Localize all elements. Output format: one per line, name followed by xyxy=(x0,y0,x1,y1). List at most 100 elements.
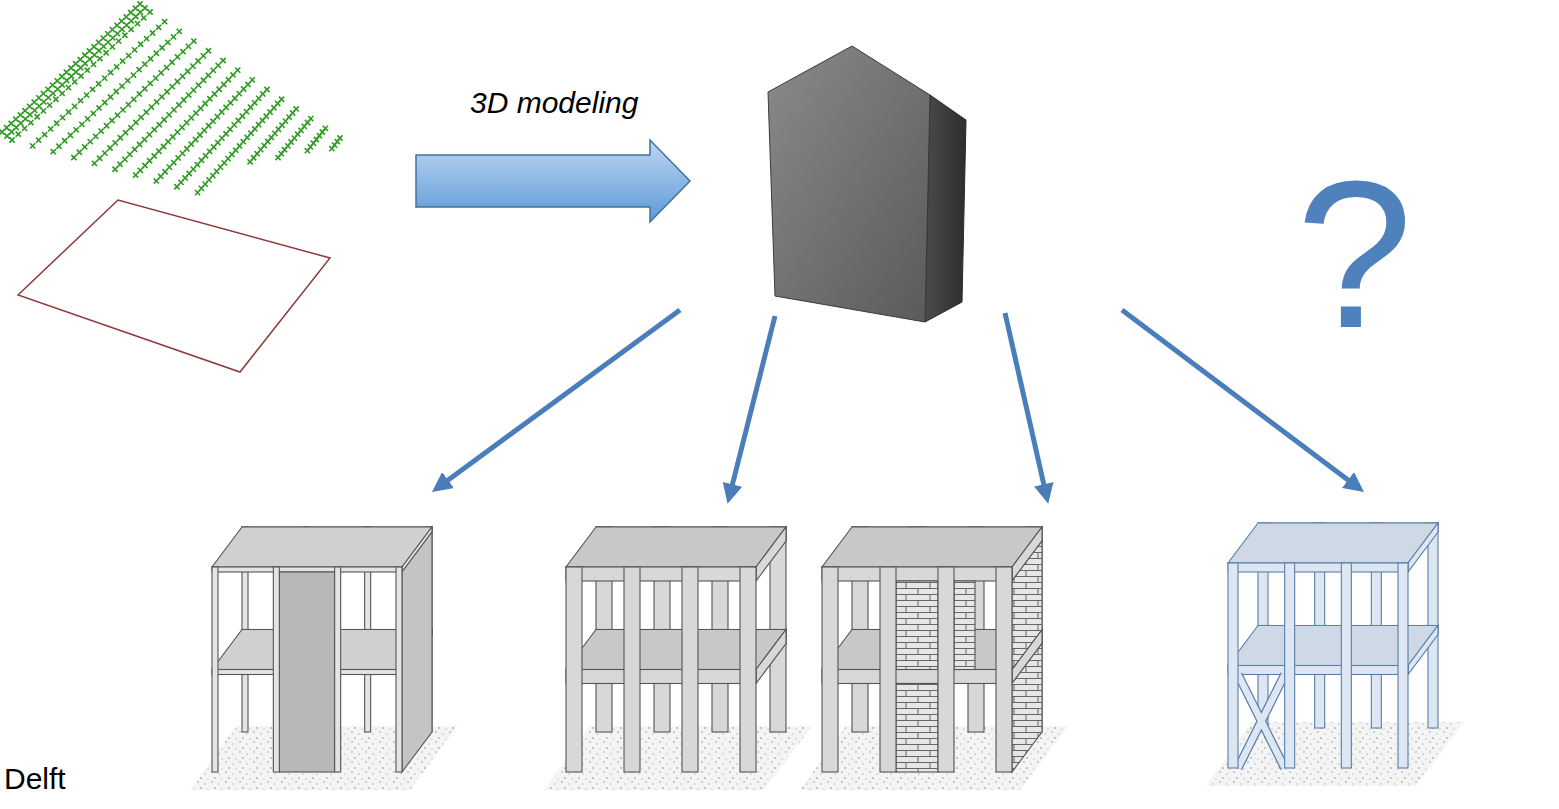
point-mark xyxy=(180,49,185,54)
point-mark xyxy=(36,95,41,100)
point-mark xyxy=(68,133,73,138)
point-mark xyxy=(50,91,55,96)
point-mark xyxy=(308,116,313,121)
brick-infill xyxy=(954,581,975,670)
point-mark xyxy=(186,44,191,49)
point-mark xyxy=(113,140,118,145)
point-mark xyxy=(221,82,226,87)
point-mark xyxy=(96,48,101,53)
point-mark xyxy=(142,86,147,91)
point-mark xyxy=(104,123,109,128)
point-mark xyxy=(147,132,152,137)
point-mark xyxy=(264,87,269,92)
point-mark xyxy=(141,15,146,20)
point-mark xyxy=(50,82,55,87)
point-mark xyxy=(171,34,176,39)
point-mark xyxy=(138,168,143,173)
brick-infill xyxy=(896,581,938,670)
point-mark xyxy=(60,91,65,96)
brick-infill xyxy=(1012,541,1042,670)
footprint-outline xyxy=(18,200,330,372)
point-mark xyxy=(51,149,56,154)
point-mark xyxy=(4,125,9,130)
point-mark xyxy=(133,172,138,177)
point-mark xyxy=(197,132,202,137)
point-mark xyxy=(93,134,98,139)
point-mark xyxy=(135,21,140,26)
point-mark xyxy=(144,110,149,115)
shear-wall xyxy=(279,572,334,772)
point-mark xyxy=(149,104,154,109)
point-mark xyxy=(193,110,198,115)
front-column xyxy=(1228,563,1238,768)
house-front xyxy=(768,46,930,322)
point-mark xyxy=(97,56,102,61)
point-mark xyxy=(118,135,123,140)
point-mark xyxy=(114,64,119,69)
point-mark xyxy=(129,18,134,23)
point-mark xyxy=(250,77,255,82)
front-beam xyxy=(566,567,756,581)
point-mark xyxy=(4,133,9,138)
floor-slab xyxy=(822,527,1042,567)
point-mark xyxy=(196,83,201,88)
point-mark xyxy=(147,158,152,163)
point-mark xyxy=(124,14,129,19)
point-mark xyxy=(91,62,96,67)
point-mark xyxy=(210,119,215,124)
point-mark xyxy=(206,73,211,78)
point-mark xyxy=(169,60,174,65)
front-column xyxy=(996,567,1012,772)
point-mark xyxy=(206,48,211,53)
point-mark xyxy=(241,86,246,91)
point-mark xyxy=(102,76,107,81)
point-mark xyxy=(224,105,229,110)
point-mark xyxy=(193,137,198,142)
point-mark xyxy=(184,146,189,151)
point-mark xyxy=(91,44,96,49)
point-mark xyxy=(150,30,155,35)
point-mark xyxy=(48,126,53,131)
floor-slab xyxy=(212,527,432,567)
point-mark xyxy=(47,102,52,107)
point-mark xyxy=(46,95,51,100)
point-mark xyxy=(27,112,32,117)
point-mark xyxy=(71,155,76,160)
point-mark xyxy=(235,68,240,73)
point-mark xyxy=(142,62,147,67)
point-mark xyxy=(176,102,181,107)
point-mark xyxy=(154,99,159,104)
point-mark xyxy=(132,47,137,52)
building-frame xyxy=(544,527,812,790)
point-mark xyxy=(123,130,128,135)
point-mark xyxy=(30,143,35,148)
point-mark xyxy=(9,137,14,142)
point-mark xyxy=(9,121,14,126)
point-mark xyxy=(92,52,97,57)
point-mark xyxy=(120,59,125,64)
point-mark xyxy=(164,89,169,94)
point-mark xyxy=(148,81,153,86)
point-mark xyxy=(90,87,95,92)
point-mark xyxy=(45,87,50,92)
point-mark xyxy=(128,10,133,15)
point-mark xyxy=(164,65,169,70)
point-mark xyxy=(154,51,159,56)
point-mark xyxy=(110,27,115,32)
point-mark xyxy=(180,74,185,79)
point-mark xyxy=(66,109,71,114)
point-mark xyxy=(66,85,71,90)
point-mark xyxy=(87,57,92,62)
point-mark xyxy=(41,99,46,104)
branch-arrow xyxy=(440,310,680,486)
point-mark xyxy=(142,163,147,168)
point-mark xyxy=(82,53,87,58)
point-mark xyxy=(109,118,114,123)
point-mark xyxy=(107,145,112,150)
point-mark xyxy=(124,22,129,27)
point-mark xyxy=(101,44,106,49)
point-mark xyxy=(206,123,211,128)
point-mark xyxy=(120,107,125,112)
point-mark xyxy=(166,112,171,117)
